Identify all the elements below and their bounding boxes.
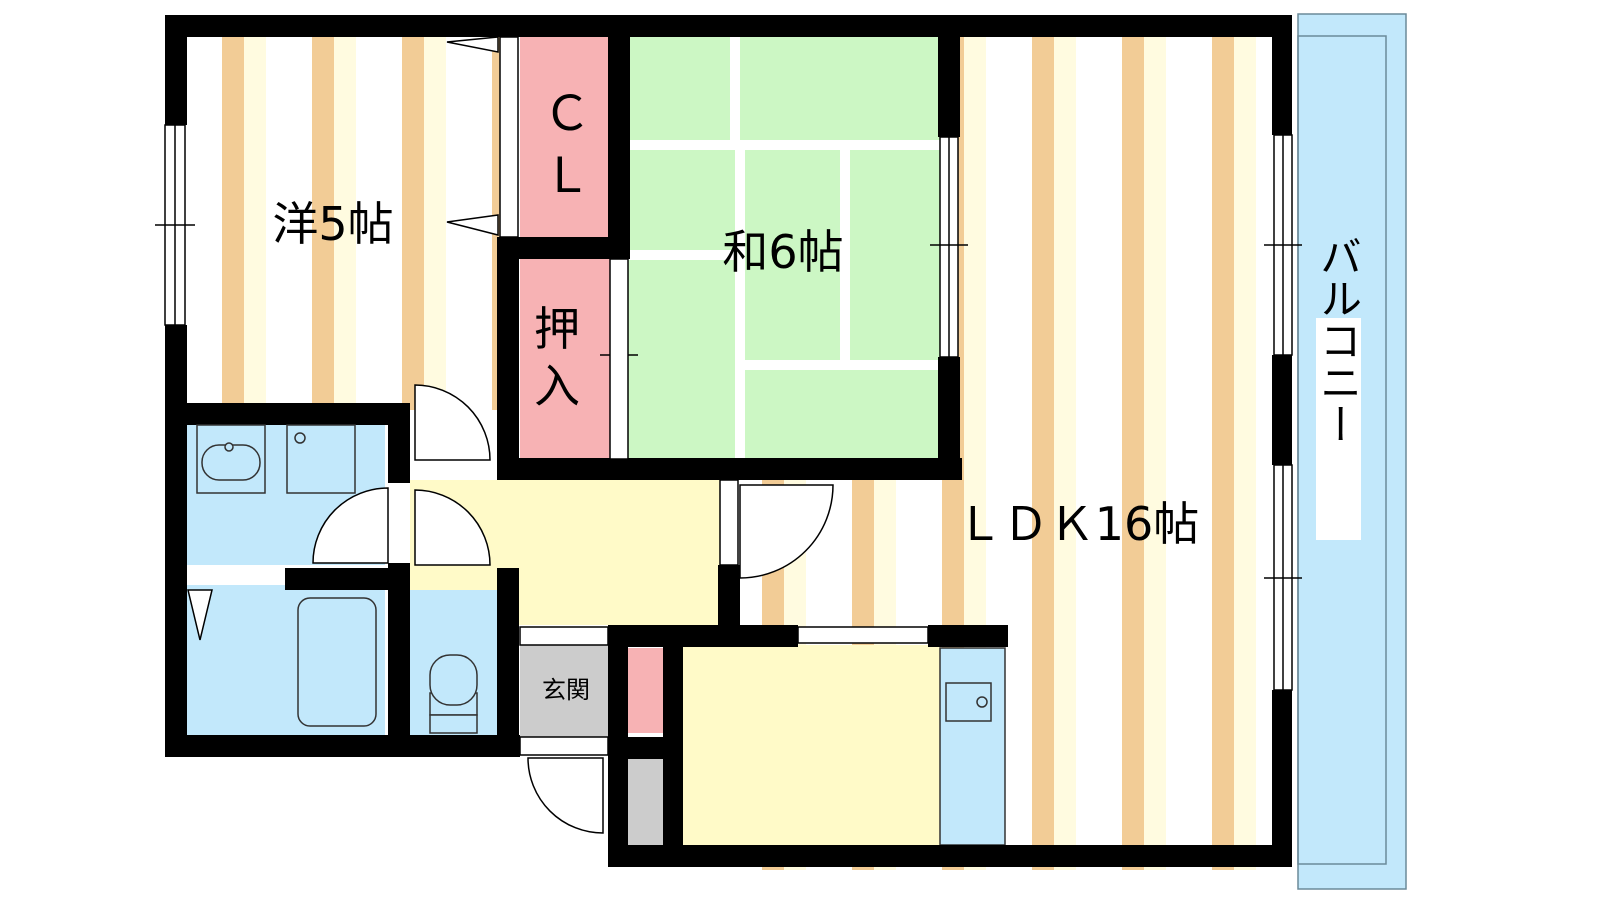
room-labels: 洋5帖 Ｃ Ｌ 和6帖 押 入 ＬＤＫ16帖 玄関 バルコニー: [272, 86, 1362, 704]
closet-floor: [520, 35, 610, 240]
label-ldk: ＬＤＫ16帖: [957, 497, 1200, 551]
label-japanese-room: 和6帖: [722, 225, 843, 279]
western-door-swing: [414, 384, 491, 461]
corridor-wall-gap: [719, 479, 739, 566]
bath-door-swing: [187, 589, 213, 641]
shoe-box: [628, 648, 663, 733]
label-oshiire-1: 押: [534, 302, 580, 356]
genkan-floor: [520, 645, 608, 737]
kitchen-counter: [939, 647, 1006, 846]
bathtub-icon: [297, 597, 377, 727]
fixtures: [196, 424, 992, 734]
ldk-door-swing: [739, 484, 834, 579]
walls: [165, 15, 1292, 867]
toilet-bowl-icon: [429, 654, 478, 706]
entrance-door-swing: [527, 757, 604, 834]
label-closet-l: Ｌ: [543, 148, 591, 204]
oshiire-floor: [520, 258, 610, 463]
toilet-door-swing: [414, 489, 491, 566]
label-closet-c: Ｃ: [543, 86, 591, 142]
washroom-door-swing: [312, 487, 389, 564]
label-western-room: 洋5帖: [272, 197, 393, 251]
entrance-threshold: [519, 736, 609, 756]
room-floor: [683, 645, 941, 845]
tatami-lines: [620, 35, 955, 465]
label-oshiire-2: 入: [534, 359, 580, 413]
storage-floor: [628, 758, 663, 846]
label-genkan: 玄関: [542, 676, 590, 704]
oshiire-door: [609, 258, 629, 460]
doors: [187, 36, 834, 834]
entrance-frame: [519, 626, 609, 646]
floors: [185, 35, 1290, 870]
closet-door: [499, 36, 519, 238]
label-balcony: バルコニー: [1314, 235, 1363, 445]
window-ticks: [155, 224, 1302, 579]
